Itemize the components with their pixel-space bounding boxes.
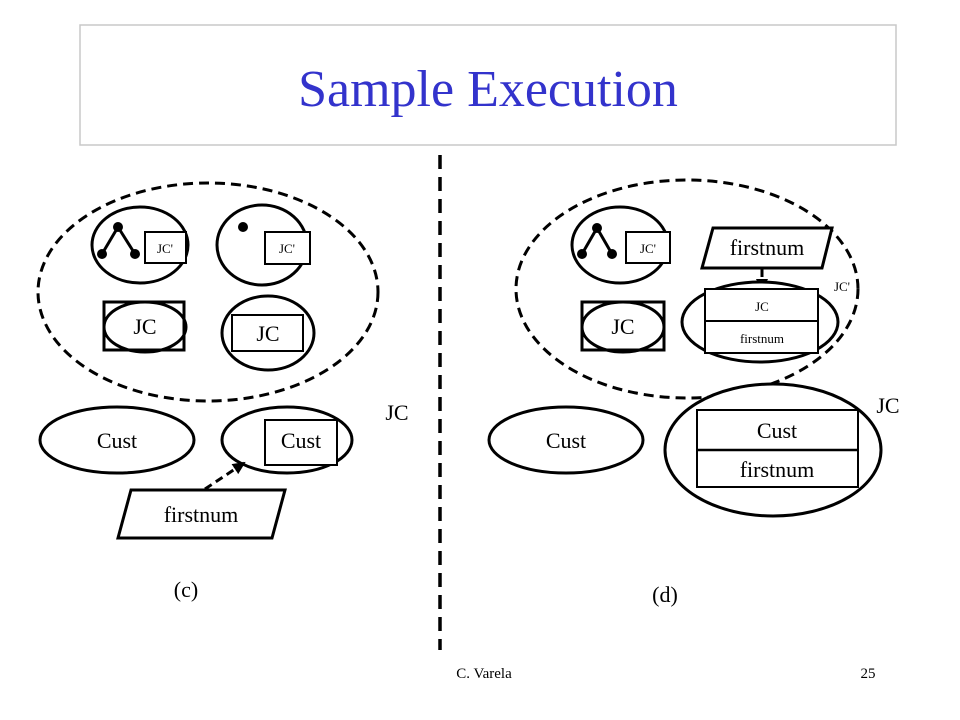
- cust-boxed-actor: Cust: [220, 405, 354, 475]
- cust-actor: Cust: [487, 405, 645, 475]
- dot-icon: [238, 222, 248, 232]
- cust-actor-label: Cust: [97, 428, 137, 453]
- panel-caption: (d): [652, 582, 678, 607]
- panel-caption: (c): [174, 577, 198, 602]
- merged-cust-top-label: Cust: [757, 418, 797, 443]
- jc-actor-rect-ellipse: JC: [580, 300, 666, 354]
- panel-c: JC' JC' JC JC Cust C: [36, 181, 409, 602]
- actor-tag-box: [144, 231, 187, 264]
- actor-tag-box: [625, 231, 671, 264]
- slide-footer: C. Varela 25: [456, 666, 875, 682]
- panel-d: JC' firstnum JC' JC firstnum JC Cust: [487, 178, 900, 607]
- slide-title: Sample Execution: [298, 61, 678, 118]
- merged-actor-top-label: JC: [755, 299, 769, 314]
- actor-tag-label: JC': [279, 241, 295, 256]
- actor-tag-box: [264, 231, 311, 265]
- message-firstnum: firstnum: [700, 226, 834, 270]
- cust-actor: Cust: [38, 405, 196, 475]
- tree-icon: [577, 223, 617, 259]
- jc-region-label: JC: [385, 400, 408, 425]
- jc-region-label: JC: [876, 393, 899, 418]
- actor-tree: JC': [570, 205, 671, 285]
- jc-actor-label: JC: [611, 314, 634, 339]
- footer-page-number: 25: [861, 666, 876, 682]
- actor-tree: JC': [90, 205, 190, 285]
- merged-jc-actor: JC firstnum: [680, 280, 840, 364]
- jc-actor-ellipse-rect: JC: [220, 294, 316, 372]
- jc-actor-rect-ellipse: JC: [102, 300, 188, 354]
- tree-icon: [97, 222, 140, 259]
- footer-author: C. Varela: [456, 666, 512, 682]
- actor-tag-label: JC': [157, 241, 173, 256]
- message-arrow: [204, 461, 246, 491]
- merged-cust-actor: Cust firstnum: [663, 382, 883, 518]
- actor-tag-label: JC': [640, 241, 656, 256]
- message-label: firstnum: [164, 502, 239, 527]
- jc-theater-region: [36, 181, 380, 403]
- merged-cust-bottom-label: firstnum: [740, 457, 815, 482]
- message-firstnum: firstnum: [116, 488, 287, 540]
- jc-prime-label: JC': [834, 279, 850, 294]
- cust-actor-label: Cust: [546, 428, 586, 453]
- merged-actor-bottom-label: firstnum: [740, 331, 784, 346]
- jc-actor-label: JC: [133, 314, 156, 339]
- jc-actor-label: JC: [256, 321, 279, 346]
- jc-theater-region: [514, 178, 860, 400]
- message-label: firstnum: [730, 235, 805, 260]
- cust-boxed-label: Cust: [281, 428, 321, 453]
- title-box: Sample Execution: [79, 24, 897, 146]
- actor-dot: JC': [215, 203, 311, 287]
